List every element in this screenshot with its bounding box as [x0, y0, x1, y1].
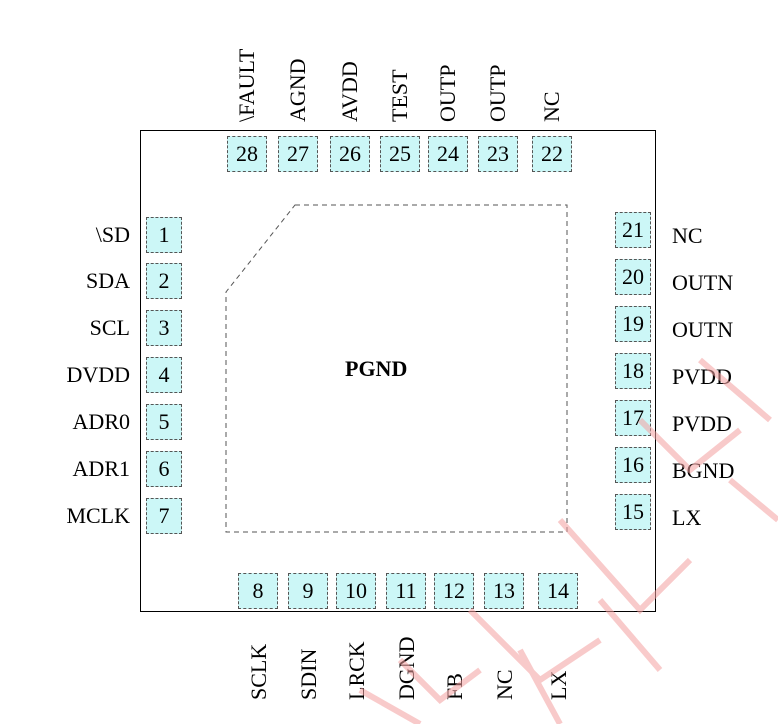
pin-label-20: OUTN — [672, 270, 734, 295]
pin-label-4: DVDD — [66, 362, 130, 387]
pin-label-7: MCLK — [66, 503, 130, 528]
pin-label-27: AGND — [285, 58, 310, 122]
pin-label-22: NC — [539, 91, 564, 122]
package-outline — [140, 130, 656, 612]
pin-label-9: SDIN — [296, 648, 321, 700]
pin-label-6: ADR1 — [72, 456, 130, 481]
pin-label-10: LRCK — [344, 641, 369, 700]
pin-label-15: LX — [672, 505, 702, 530]
pin-label-16: BGND — [672, 458, 735, 483]
pin-pad-14: 14 — [538, 573, 578, 609]
pin-label-28: \FAULT — [234, 48, 259, 122]
pin-label-19: OUTN — [672, 317, 734, 342]
pin-pad-8: 8 — [238, 573, 278, 609]
pin-pad-23: 23 — [478, 136, 518, 172]
pin-pad-26: 26 — [330, 136, 370, 172]
pin-label-8: SCLK — [246, 643, 271, 700]
pin-label-3: SCL — [89, 315, 130, 340]
pin-label-11: DGND — [394, 636, 419, 700]
pin-pad-27: 27 — [278, 136, 318, 172]
pin-pad-2: 2 — [146, 263, 182, 299]
pin-label-12: FB — [442, 673, 467, 700]
pin-label-13: NC — [492, 669, 517, 700]
pin-pad-18: 18 — [615, 353, 651, 389]
pin-pad-11: 11 — [386, 573, 426, 609]
pin-pad-25: 25 — [380, 136, 420, 172]
pin-pad-1: 1 — [146, 217, 182, 253]
pin-pad-3: 3 — [146, 310, 182, 346]
pin-label-24: OUTP — [435, 64, 460, 122]
pin-pad-15: 15 — [615, 494, 651, 530]
pin-pad-12: 12 — [434, 573, 474, 609]
pin-label-21: NC — [672, 223, 703, 248]
pin-label-2: SDA — [85, 268, 130, 293]
pin-pad-5: 5 — [146, 404, 182, 440]
center-pad-label: PGND — [345, 356, 408, 381]
pin-pad-13: 13 — [484, 573, 524, 609]
pin-label-25: TEST — [387, 69, 412, 122]
pin-label-1: \SD — [95, 222, 130, 247]
pin-label-5: ADR0 — [72, 409, 130, 434]
pin-label-18: PVDD — [672, 364, 732, 389]
pin-pad-9: 9 — [288, 573, 328, 609]
pin-pad-19: 19 — [615, 306, 651, 342]
pin-pad-21: 21 — [615, 212, 651, 248]
pin-pad-22: 22 — [532, 136, 572, 172]
pin-label-23: OUTP — [485, 64, 510, 122]
pin-pad-7: 7 — [146, 498, 182, 534]
pin-pad-6: 6 — [146, 451, 182, 487]
pin-label-14: LX — [546, 670, 571, 700]
pin-label-17: PVDD — [672, 411, 732, 436]
pin-pad-16: 16 — [615, 447, 651, 483]
pin-pad-28: 28 — [227, 136, 267, 172]
pin-pad-10: 10 — [336, 573, 376, 609]
pin-pad-17: 17 — [615, 400, 651, 436]
pin-pad-24: 24 — [428, 136, 468, 172]
pin-pad-20: 20 — [615, 259, 651, 295]
pin-label-26: AVDD — [337, 61, 362, 122]
pin-pad-4: 4 — [146, 357, 182, 393]
